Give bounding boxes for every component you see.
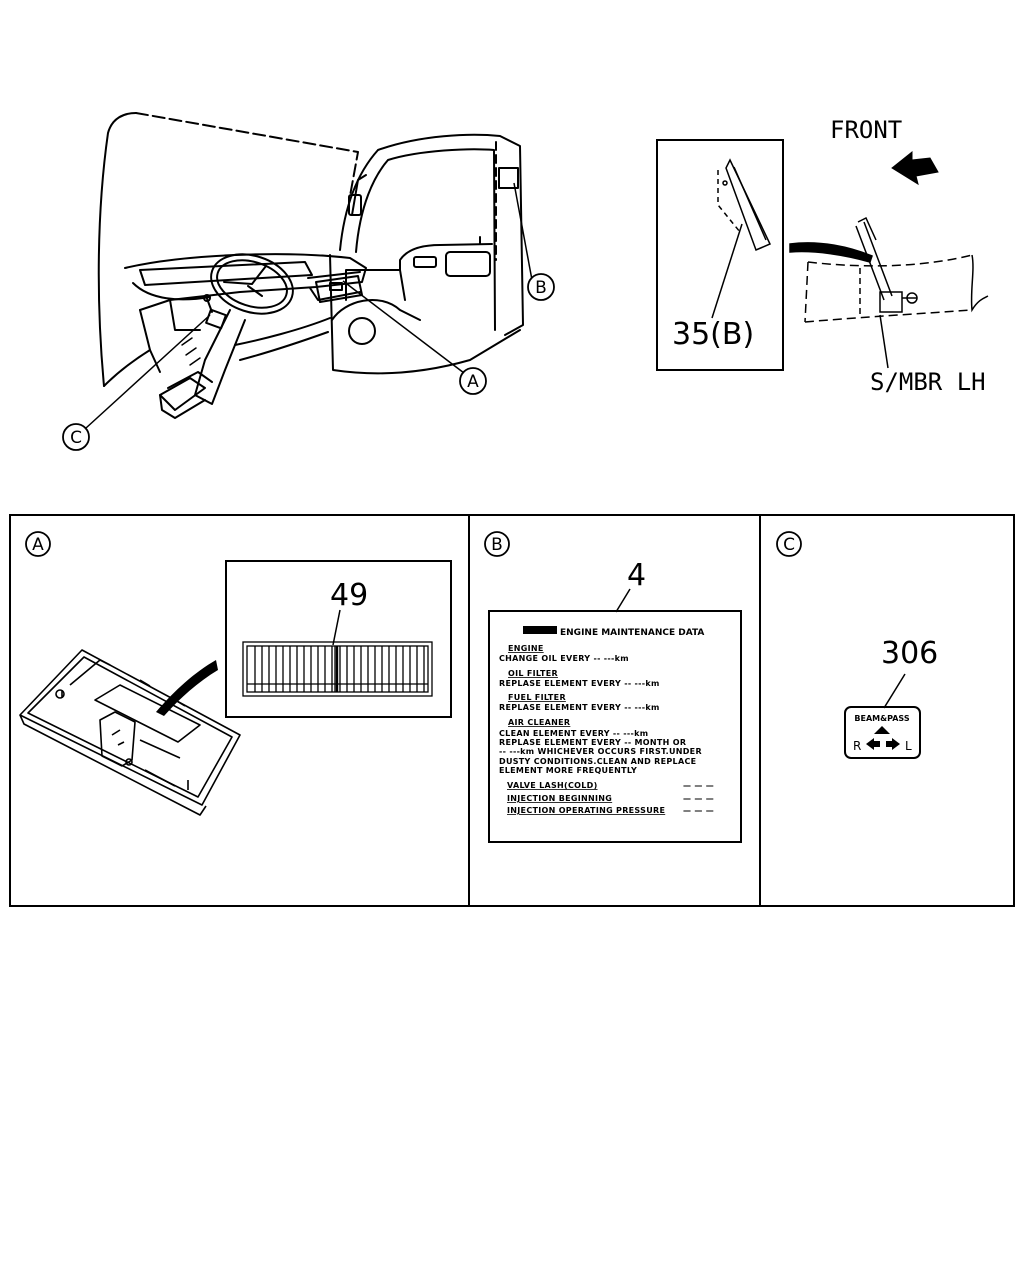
panel-b: B 4 ENGINE MAINTENANCE DATA ENGINE CHANG… [484,531,742,843]
brand-logo [523,626,557,634]
panel-b-marker: B [491,535,503,555]
svg-text:B: B [535,278,547,298]
beam-pass-label: BEAM&PASS R L [844,706,921,759]
callout-leaders [85,182,533,429]
spec-value: — — — [683,794,714,803]
fuel-filter-line: REPLASE ELEMENT EVERY -- ---km [499,703,660,712]
spec-value: — — — [683,781,714,790]
oil-filter-heading: OIL FILTER [508,669,558,678]
part-number-4: 4 [627,558,646,593]
front-label: FRONT [830,116,902,144]
panel-c: C 306 BEAM&PASS R L [776,531,938,759]
part-number-306: 306 [881,636,938,671]
part-number-35: 35(B) [672,317,754,352]
svg-text:A: A [467,372,479,392]
spec-injection-beginning: INJECTION BEGINNING [507,794,612,803]
side-member-label: S/MBR LH [870,368,986,396]
cab-interior-illustration [97,112,524,419]
engine-heading: ENGINE [508,644,544,653]
spec-value: — — — [683,806,714,815]
front-arrow-icon [891,150,939,186]
air-cleaner-heading: AIR CLEANER [508,718,570,727]
panel-a: A 49 [19,531,452,816]
beam-pass-right: R [853,739,861,753]
callout-a: A [459,367,487,395]
air-line: -- ---km WHICHEVER OCCURS FIRST.UNDER [499,747,702,756]
callout-b: B [527,273,555,301]
engine-maintenance-label: ENGINE MAINTENANCE DATA ENGINE CHANGE OI… [488,610,742,843]
part-number-49: 49 [330,578,368,613]
oil-filter-line: REPLASE ELEMENT EVERY -- ---km [499,679,660,688]
detail-panels [9,514,1015,907]
beam-pass-left: L [905,739,912,753]
panel-c-marker: C [783,535,795,555]
fuel-filter-heading: FUEL FILTER [508,693,566,702]
spec-injection-pressure: INJECTION OPERATING PRESSURE [507,806,665,815]
front-direction: FRONT [830,116,939,186]
label-title: ENGINE MAINTENANCE DATA [560,628,704,638]
callout-c: C [62,423,90,451]
arrow-up-icon [874,726,890,734]
vent-label [242,641,433,697]
door-pillar-detail: 35(B) [656,139,784,371]
air-line: CLEAN ELEMENT EVERY -- ---km [499,729,648,738]
beam-pass-title: BEAM&PASS [854,714,909,723]
air-line: REPLASE ELEMENT EVERY -- MONTH OR [499,738,686,747]
arrow-right-icon [886,738,900,750]
pointer-arrow [156,660,218,716]
svg-text:C: C [70,428,82,448]
side-member-illustration: S/MBR LH [789,216,989,396]
air-line: ELEMENT MORE FREQUENTLY [499,766,637,775]
engine-line: CHANGE OIL EVERY -- ---km [499,654,629,663]
air-line: DUSTY CONDITIONS.CLEAN AND REPLACE [499,757,696,766]
spec-valve-lash: VALVE LASH(COLD) [507,781,598,790]
arrow-left-icon [866,738,880,750]
panel-a-marker: A [32,535,44,555]
glove-box-lid [19,649,241,816]
